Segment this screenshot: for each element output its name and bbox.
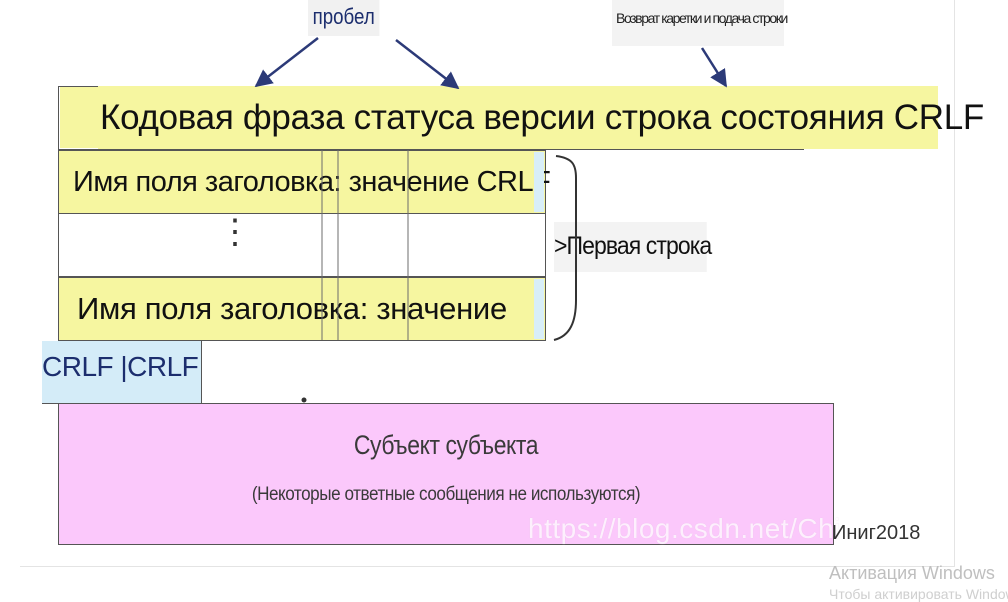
arrow-space-left (254, 37, 319, 88)
windows-activation-text: Активация Windows (829, 563, 995, 583)
first-line-brace (553, 155, 577, 341)
crlf-crlf-block: CRLF |CRLF (42, 341, 202, 404)
space-label: пробел (308, 0, 380, 36)
status-line-text: Кодовая фраза статуса версии строка сост… (98, 86, 984, 149)
header-line-ellipsis-row (58, 213, 546, 277)
message-body-box (58, 403, 834, 545)
header-line-1-edge (534, 152, 544, 212)
status-line-left-fill (60, 87, 100, 148)
message-body-title: Субъект субъекта (353, 430, 539, 460)
body-connector-dot (301, 397, 307, 403)
header-line-1: Имя поля заголовка: значение CRLF (58, 150, 551, 214)
watermark-text: https://blog.csdn.net/Chi (528, 513, 841, 544)
arrow-crlf-note (700, 47, 728, 88)
first-line-label: >Первая строка (554, 222, 712, 272)
year-text: Иниг2018 (832, 522, 921, 544)
diagram-frame (20, 0, 955, 567)
crlf-note-label: Возврат каретки и подача строки (612, 0, 788, 46)
header-line-2-edge (534, 279, 544, 339)
message-body-note: (Некоторые ответные сообщения не использ… (251, 484, 641, 505)
header-line-2: Имя поля заголовка: значение (58, 277, 546, 341)
arrow-space-right (395, 39, 460, 90)
